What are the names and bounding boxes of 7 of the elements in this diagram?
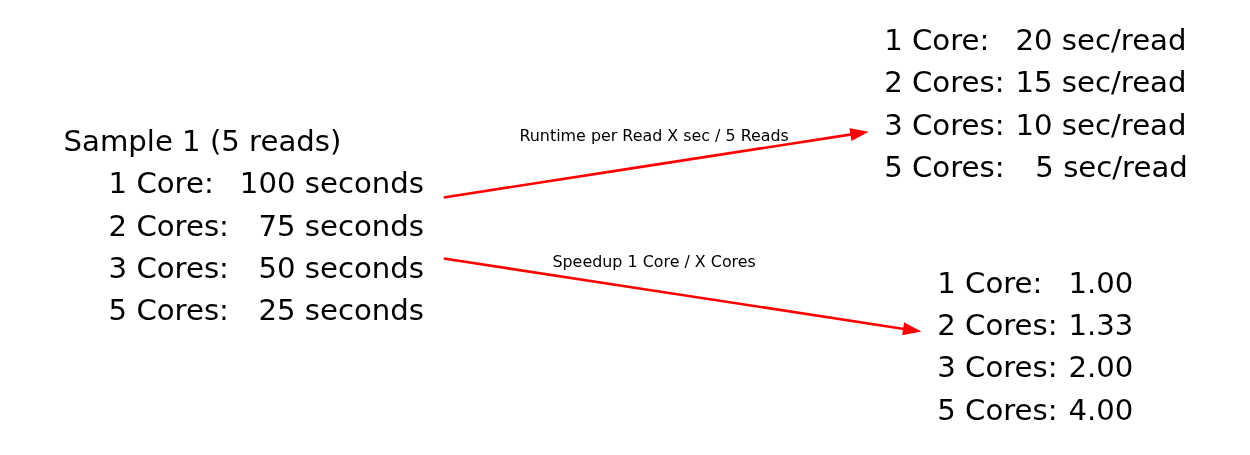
- node-text: 1 Core: 1.00 2 Cores: 1.33 3 Cores: 2.00 5 Cores: 4.00: [937, 265, 1134, 427]
- edge-label: Runtime per Read X sec / 5 Reads: [519, 126, 789, 146]
- arrow: [443, 128, 869, 199]
- edge-label: Speedup 1 Core / X Cores: [552, 252, 756, 272]
- node-text: 1 Core: 20 sec/read 2 Cores: 15 sec/read 3 Cores: 10 sec/read 5 Cores: 5 sec/read: [884, 22, 1188, 185]
- node-text: Sample 1 (5 reads) 1 Core: 100 seconds 2 Cores: 75 seconds 3 Cores: 50 seconds 5 Cores: 25 seconds: [63, 123, 424, 328]
- arrow: [443, 257, 922, 336]
